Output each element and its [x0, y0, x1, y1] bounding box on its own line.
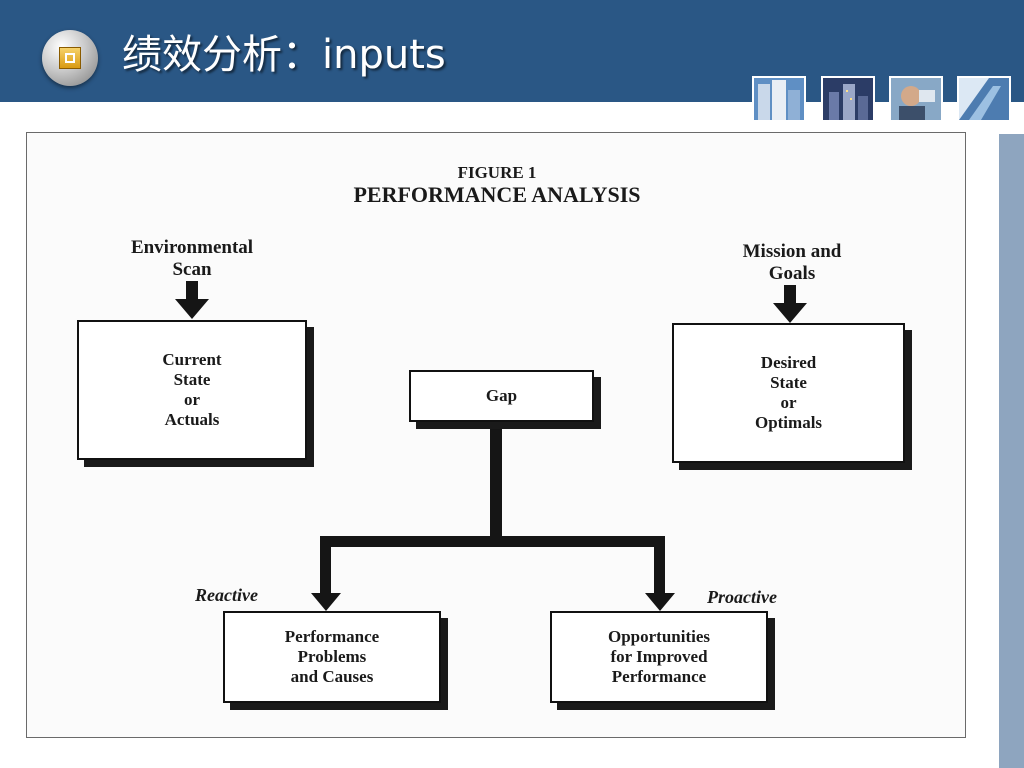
- performance-analysis-figure: FIGURE 1 PERFORMANCE ANALYSIS Environmen…: [26, 132, 966, 738]
- gap-branch-lines: [311, 428, 675, 611]
- proactive-label: Proactive: [707, 587, 777, 607]
- current-state-box: Current State or Actuals: [77, 320, 307, 460]
- mission-goals-label: Mission and Goals: [742, 241, 842, 284]
- logo-square-icon: [59, 47, 81, 69]
- header-thumbnails: [752, 76, 1014, 122]
- figure-connectors: [175, 281, 807, 611]
- gap-box: Gap: [409, 370, 594, 422]
- desired-state-box: Desired State or Optimals: [672, 323, 905, 463]
- desired-state-text: Desired State or Optimals: [754, 353, 823, 432]
- reactive-label: Reactive: [195, 585, 258, 605]
- figure-caption: FIGURE 1: [457, 163, 537, 182]
- header-divider: [0, 102, 1024, 105]
- gap-text: Gap: [485, 386, 518, 405]
- performance-problems-box: Performance Problems and Causes: [223, 611, 441, 703]
- opportunities-text: Opportunities for Improved Performance: [607, 627, 711, 686]
- city-night-photo-icon: [821, 76, 875, 122]
- slide-title: 绩效分析：inputs: [122, 32, 446, 78]
- opportunities-box: Opportunities for Improved Performance: [550, 611, 768, 703]
- person-phone-photo-icon: [889, 76, 943, 122]
- arrow-scan-to-current: [175, 281, 209, 319]
- performance-problems-text: Performance Problems and Causes: [284, 627, 380, 686]
- figure-title: PERFORMANCE ANALYSIS: [353, 182, 641, 207]
- skyscraper-photo-icon: [752, 76, 806, 122]
- arrow-goals-to-desired: [773, 285, 807, 323]
- slide-header: 绩效分析：inputs: [0, 0, 1024, 102]
- side-strip: [999, 134, 1024, 768]
- current-state-text: Current State or Actuals: [162, 350, 222, 429]
- environmental-scan-label: Environmental Scan: [130, 237, 254, 280]
- architecture-photo-icon: [957, 76, 1011, 122]
- logo-icon: [42, 30, 98, 86]
